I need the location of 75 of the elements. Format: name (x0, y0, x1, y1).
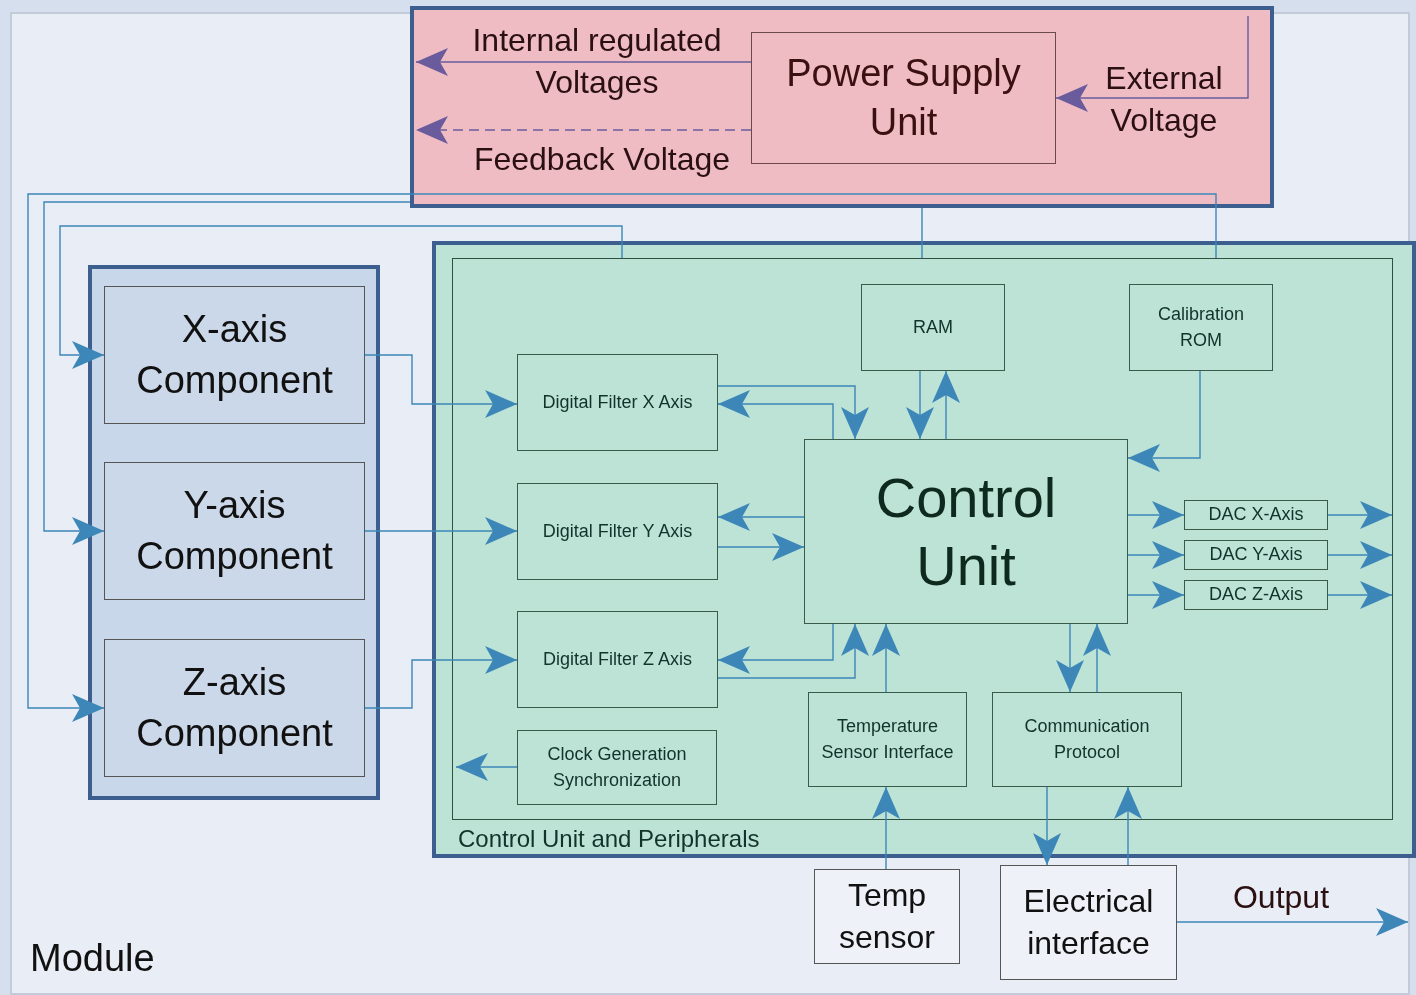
node-label: X-axis Component (135, 306, 334, 403)
axis-component-panel (88, 265, 380, 800)
process-box (1184, 540, 1328, 570)
node-label: Control Unit (874, 465, 1058, 599)
process-box (804, 439, 1128, 624)
process-box (1129, 284, 1273, 371)
node-label: Temperature Sensor Interface (820, 715, 955, 764)
process-box (1184, 580, 1328, 610)
arrow (717, 385, 869, 440)
arrow (1327, 541, 1393, 569)
process-box (517, 354, 718, 451)
arrow (717, 623, 869, 679)
arrow (43, 201, 411, 545)
node-label: DAC X-Axis (1207, 503, 1305, 527)
node-label: DAC Y-Axis (1208, 543, 1304, 567)
edge-label: Feedback Voltage (472, 140, 732, 179)
process-box (517, 611, 718, 708)
node-label: Calibration ROM (1156, 303, 1245, 352)
node-label: DAC Z-Axis (1208, 583, 1304, 607)
arrow (717, 390, 834, 440)
process-box (992, 692, 1182, 787)
process-box (104, 462, 365, 600)
process-box (1184, 500, 1328, 530)
node-label: Communication Protocol (1023, 715, 1151, 764)
arrow (1127, 581, 1185, 609)
arrow (1033, 786, 1061, 866)
arrow (872, 786, 900, 870)
arrow (1327, 501, 1393, 529)
process-box (517, 483, 718, 580)
arrow (1056, 623, 1084, 693)
arrow (717, 623, 834, 674)
arrow (932, 370, 960, 440)
arrow (364, 646, 518, 709)
process-box (814, 869, 960, 964)
arrow (1176, 908, 1409, 936)
node-label: Digital Filter Z Axis (542, 647, 693, 671)
node-label: Module (30, 939, 155, 977)
node-label: Digital Filter Y Axis (541, 519, 694, 543)
arrow (1327, 581, 1393, 609)
arrow (906, 370, 934, 440)
node-label: Power Supply Unit (785, 50, 1022, 145)
power-supply-panel (410, 6, 1274, 208)
arrow (364, 517, 518, 545)
arrow (1114, 786, 1142, 866)
node-label: Z-axis Component (135, 659, 334, 756)
edge-label: Internal regulated Voltages (471, 21, 723, 102)
process-box (104, 286, 365, 424)
arrow (1055, 15, 1249, 112)
arrow (27, 193, 1217, 722)
arrow (364, 354, 518, 418)
arrow (1127, 541, 1185, 569)
arrow (872, 623, 900, 693)
process-box (1000, 865, 1177, 980)
node-label: Temp sensor (837, 875, 936, 957)
arrow (1127, 370, 1201, 472)
node-label: Electrical interface (1022, 881, 1155, 963)
arrow (717, 503, 805, 531)
node-label: Y-axis Component (135, 482, 334, 579)
process-box (861, 284, 1005, 371)
node-label: Control Unit and Peripherals (458, 824, 760, 854)
arrow (1127, 501, 1185, 529)
process-box (808, 692, 967, 787)
arrow (455, 753, 518, 781)
node-label: Digital Filter X Axis (541, 390, 694, 414)
arrow (1083, 623, 1111, 693)
arrow (59, 225, 623, 369)
arrow (717, 533, 805, 561)
arrow (415, 116, 752, 144)
node-label: RAM (912, 315, 954, 339)
process-box (751, 32, 1056, 164)
arrow (415, 48, 752, 76)
process-box (104, 639, 365, 777)
node-label: Clock Generation Synchronization (546, 743, 688, 792)
edge-label: External Voltage (1104, 59, 1224, 140)
process-box (517, 730, 717, 805)
